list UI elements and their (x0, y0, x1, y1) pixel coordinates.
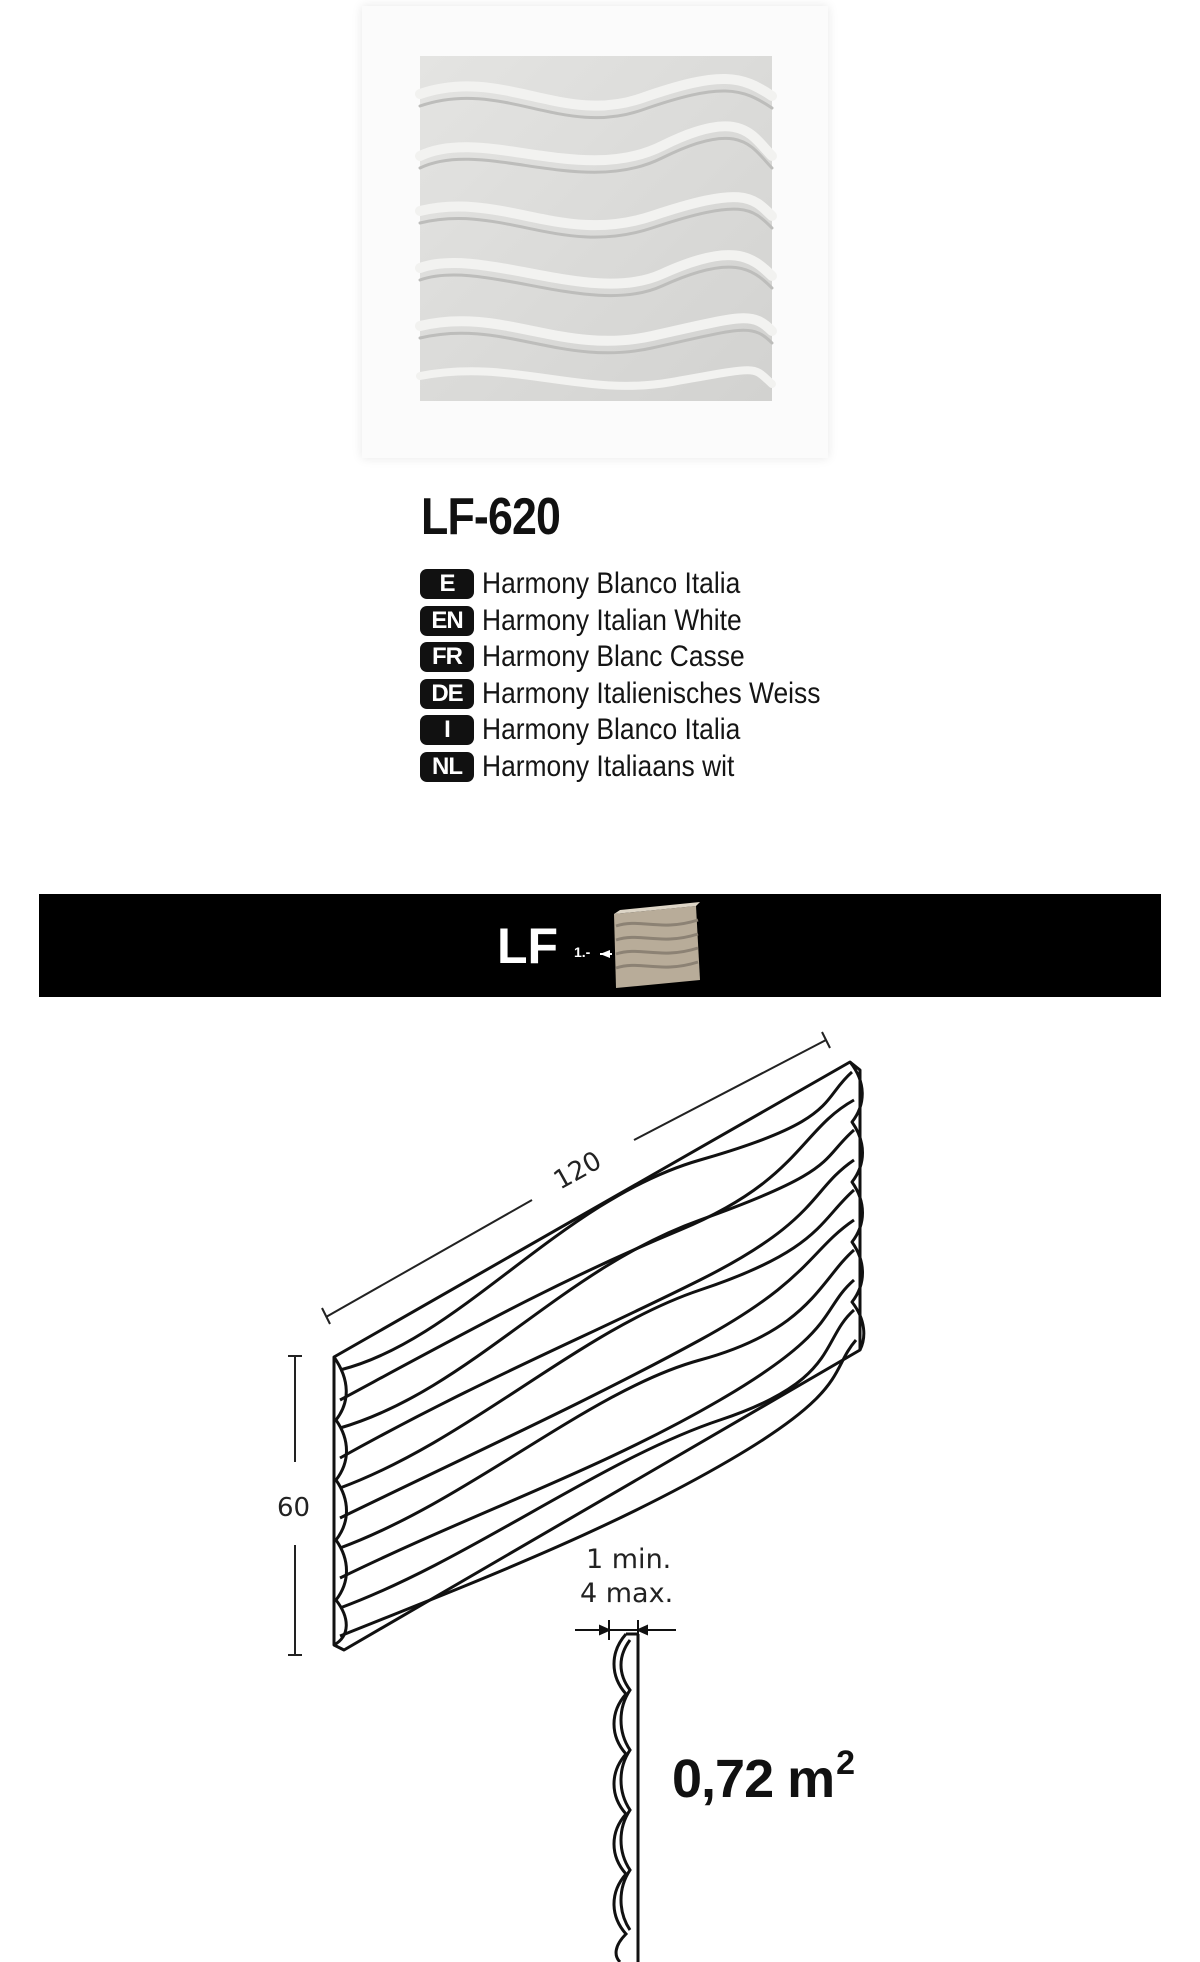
panel-wave-lines (339, 1070, 858, 1638)
width-label: 120 (549, 1146, 607, 1196)
lang-name: Harmony Blanco Italia (482, 567, 741, 601)
thickness-dimension (575, 1620, 676, 1640)
lang-badge: NL (420, 751, 474, 782)
lang-name: Harmony Italiaans wit (482, 749, 735, 783)
banner-step-label: 1.- (574, 944, 591, 960)
thickness-max-label: 4 max. (580, 1578, 674, 1609)
area-value: 0,72 m (672, 1749, 835, 1809)
thickness-min-label: 1 min. (586, 1544, 672, 1575)
lang-name: Harmony Italienisches Weiss (482, 676, 821, 710)
lang-row-e: E Harmony Blanco Italia (420, 566, 867, 603)
lang-badge: E (420, 569, 474, 600)
profile-section (612, 1632, 640, 1962)
panel-outline (332, 1060, 866, 1652)
height-dimension-line (288, 1355, 302, 1656)
lang-row-fr: FR Harmony Blanc Casse (420, 639, 867, 676)
width-dimension-line (321, 1031, 831, 1325)
lang-badge: FR (420, 642, 474, 673)
lang-badge: EN (420, 605, 474, 636)
banner-label: LF (497, 918, 559, 974)
lang-name: Harmony Blanco Italia (482, 713, 741, 747)
panel-technical-drawing: 120 60 (277, 1031, 866, 1962)
language-list: E Harmony Blanco Italia EN Harmony Itali… (420, 566, 867, 785)
lang-row-i: I Harmony Blanco Italia (420, 712, 867, 749)
lang-name: Harmony Blanc Casse (482, 640, 745, 674)
product-code: LF-620 (421, 488, 561, 546)
height-label: 60 (277, 1493, 310, 1523)
lang-row-nl: NL Harmony Italiaans wit (420, 749, 867, 786)
area-exponent: 2 (836, 1744, 855, 1782)
lang-name: Harmony Italian White (482, 603, 742, 637)
wave-panel-image (415, 56, 777, 401)
lang-row-en: EN Harmony Italian White (420, 603, 867, 640)
area-label: 0,72 m2 (672, 1744, 855, 1810)
collection-banner (39, 894, 1161, 997)
lang-badge: I (420, 715, 474, 746)
lang-badge: DE (420, 678, 474, 709)
panel-thumbnail-icon (600, 902, 700, 988)
lang-row-de: DE Harmony Italienisches Weiss (420, 676, 867, 713)
product-photo (362, 6, 828, 458)
